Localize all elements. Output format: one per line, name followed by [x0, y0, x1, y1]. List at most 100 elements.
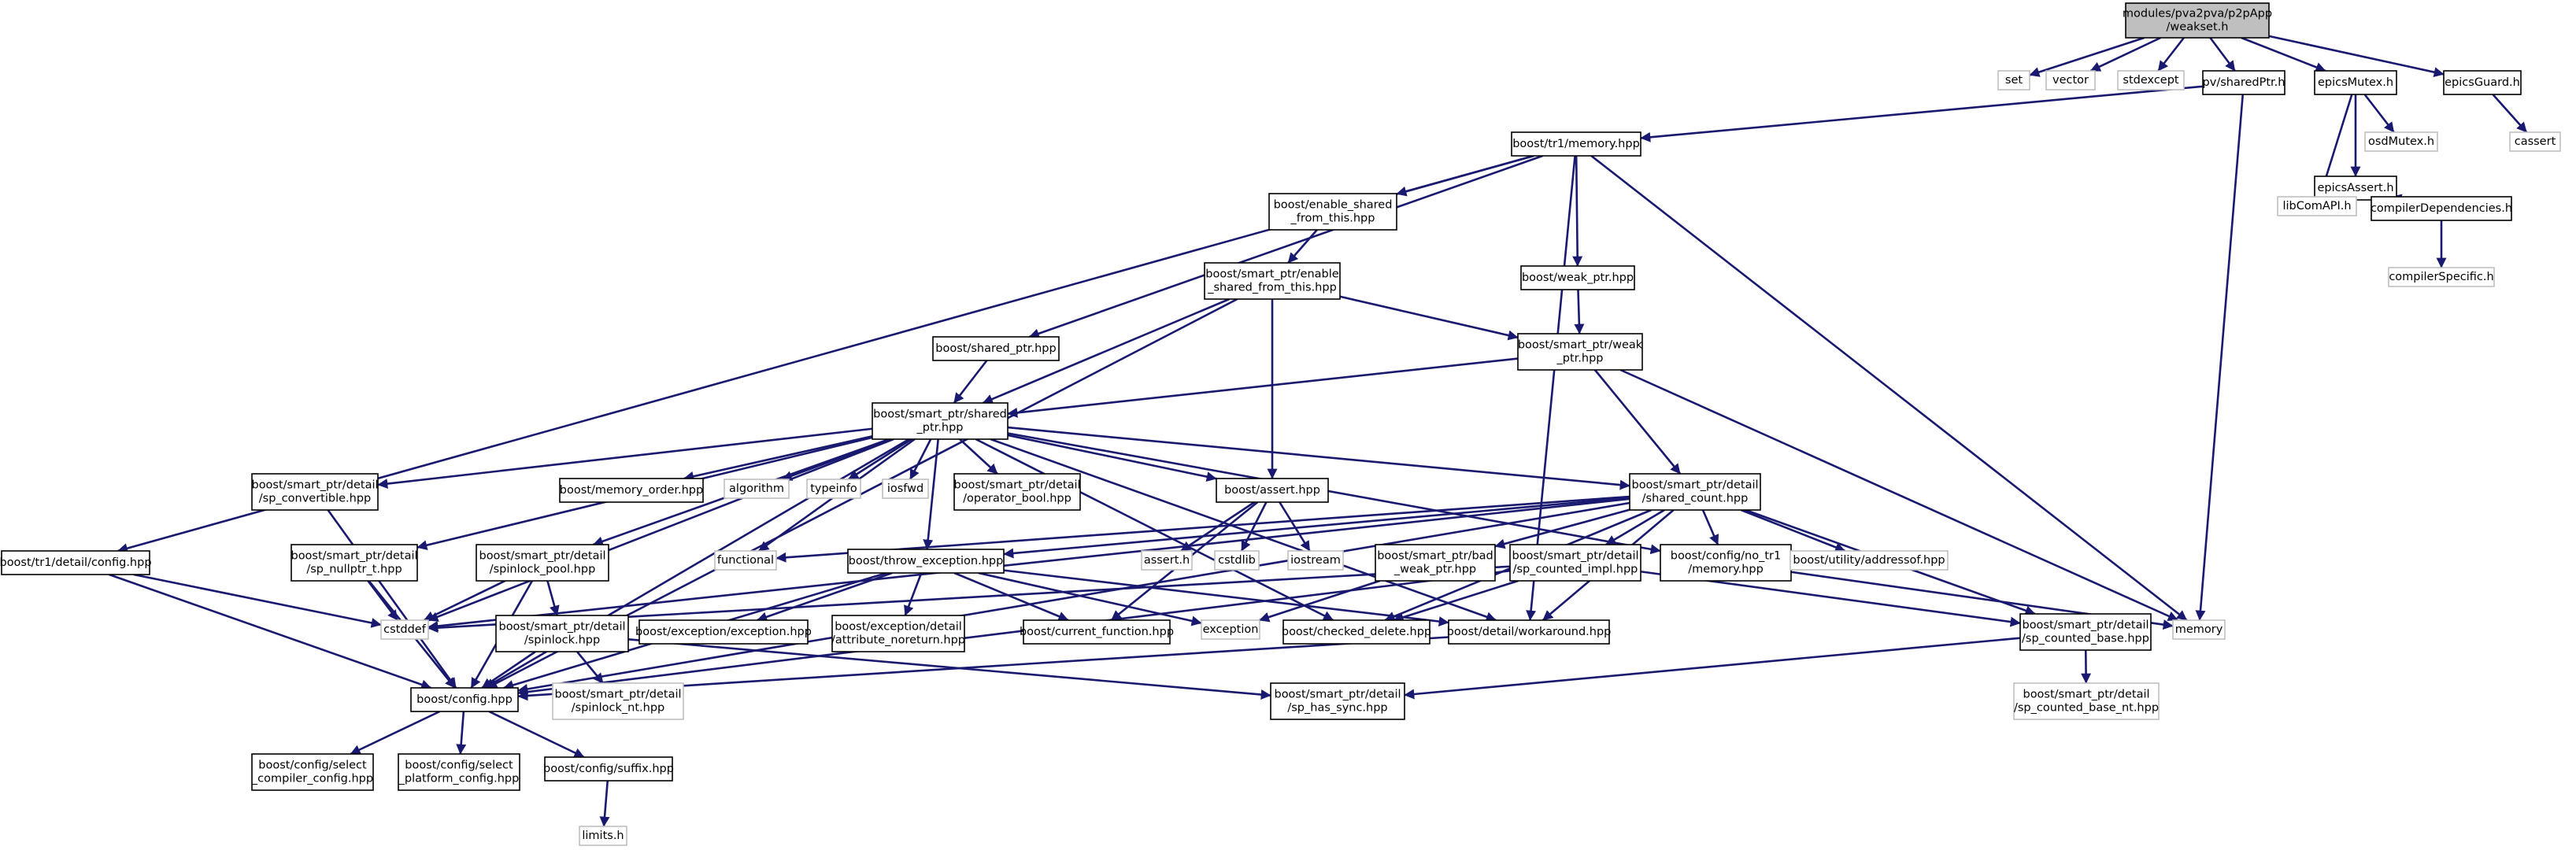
node-label: boost/config/suffix.hpp — [543, 763, 674, 775]
node-tr1config[interactable]: boost/tr1/detail/config.hpp — [0, 550, 152, 575]
node-algorithm[interactable]: algorithm — [724, 479, 790, 499]
node-spsharedptr[interactable]: boost/smart_ptr/shared_ptr.hpp — [872, 402, 1009, 440]
edge-spenablesft-to-spweakptr — [1339, 295, 1519, 341]
node-memoryorder[interactable]: boost/memory_order.hpp — [559, 478, 704, 503]
node-spinlockpool[interactable]: boost/smart_ptr/detail/spinlock_pool.hpp — [476, 544, 609, 582]
node-box — [872, 402, 1009, 440]
node-spenablesft[interactable]: boost/smart_ptr/enable_shared_from_this.… — [1204, 262, 1341, 300]
node-spinlocknt[interactable]: boost/smart_ptr/detail/spinlock_nt.hpp — [552, 682, 684, 720]
node-label: compilerSpecific.h — [2389, 271, 2493, 283]
edge-tr1memory-to-workaround — [1526, 155, 1576, 621]
edge-spenablesft-to-spsharedptr — [982, 298, 1230, 405]
node-label: /sp_counted_base_nt.hpp — [2014, 702, 2159, 715]
node-osdmutex[interactable]: osdMutex.h — [2364, 131, 2438, 152]
node-box — [1629, 473, 1761, 511]
node-sharedptrhpp[interactable]: boost/shared_ptr.hpp — [932, 336, 1060, 361]
node-label: _shared_from_this.hpp — [1207, 282, 1337, 294]
node-selectplatform[interactable]: boost/config/select_platform_config.hpp — [398, 753, 520, 791]
node-box — [1520, 265, 1635, 290]
node-workaround[interactable]: boost/detail/workaround.hpp — [1447, 619, 1612, 645]
node-box — [1023, 619, 1171, 645]
node-label: _weak_ptr.hpp — [1393, 564, 1476, 576]
node-stdexcept[interactable]: stdexcept — [2117, 70, 2185, 91]
node-spcountedimpl[interactable]: boost/smart_ptr/detail/sp_counted_impl.h… — [1509, 544, 1641, 582]
edge-enablesft-to-spenablesft — [1287, 229, 1318, 264]
node-spcountedbase[interactable]: boost/smart_ptr/detail/sp_counted_base.h… — [2019, 613, 2152, 651]
node-memory[interactable]: memory — [2172, 619, 2226, 640]
edge-spsharedptr-to-asserthpp — [1007, 434, 1217, 482]
node-label: boost/config/select — [405, 759, 513, 772]
edge-epicsmutex-to-osdmutex — [2363, 94, 2395, 133]
node-epicsguard[interactable]: epicsGuard.h — [2443, 70, 2522, 95]
node-box — [1201, 619, 1260, 640]
node-label: boost/smart_ptr/detail — [1631, 479, 1758, 492]
node-epicsassert[interactable]: epicsAssert.h — [2314, 176, 2397, 201]
node-box — [2364, 131, 2438, 152]
node-exception[interactable]: exception — [1201, 619, 1260, 640]
node-iostream[interactable]: iostream — [1287, 550, 1344, 571]
node-asserth[interactable]: assert.h — [1141, 550, 1193, 571]
node-addressof[interactable]: boost/utility/addressof.hpp — [1790, 550, 1949, 571]
edge-spsharedptr-to-throwexc — [923, 438, 939, 550]
node-selectcompiler[interactable]: boost/config/select_compiler_config.hpp — [251, 753, 374, 791]
edge-spsharedptr-to-iosfwd — [909, 438, 932, 480]
node-root[interactable]: modules/pva2pva/p2pApp/weakset.h — [2123, 2, 2272, 39]
node-sharedcount[interactable]: boost/smart_ptr/detail/shared_count.hpp — [1629, 473, 1761, 511]
edge-sharedcount-to-cstddef — [427, 497, 1630, 631]
node-functional[interactable]: functional — [714, 550, 777, 571]
node-compilerspecific[interactable]: compilerSpecific.h — [2388, 267, 2495, 287]
node-notr1memory[interactable]: boost/config/no_tr1/memory.hpp — [1660, 544, 1792, 582]
node-box — [579, 826, 627, 846]
node-badweakptr[interactable]: boost/smart_ptr/bad_weak_ptr.hpp — [1375, 544, 1496, 582]
node-compilerdeps[interactable]: compilerDependencies.h — [2371, 196, 2512, 221]
node-excexc[interactable]: boost/exception/exception.hpp — [635, 619, 812, 645]
node-attrnoreturn[interactable]: boost/exception/detail/attribute_noretur… — [831, 615, 965, 652]
node-spweakptr[interactable]: boost/smart_ptr/weak_ptr.hpp — [1517, 333, 1643, 371]
node-checkeddelete[interactable]: boost/checked_delete.hpp — [1282, 619, 1431, 645]
node-label: epicsGuard.h — [2445, 76, 2520, 89]
node-asserthpp[interactable]: boost/assert.hpp — [1216, 478, 1329, 503]
node-libcomapi[interactable]: libComAPI.h — [2277, 196, 2357, 216]
edge-throwexc-to-currentfunc — [953, 571, 1069, 622]
node-throwexc[interactable]: boost/throw_exception.hpp — [847, 549, 1005, 574]
node-enablesft[interactable]: boost/enable_shared_from_this.hpp — [1268, 193, 1397, 231]
edge-configbase-to-selectcompiler — [350, 710, 441, 756]
node-label: boost/detail/workaround.hpp — [1447, 626, 1612, 638]
node-tr1memory[interactable]: boost/tr1/memory.hpp — [1511, 131, 1641, 157]
node-label: /shared_count.hpp — [1642, 493, 1749, 505]
node-label: /sp_nullptr_t.hpp — [306, 564, 402, 576]
node-weakptr[interactable]: boost/weak_ptr.hpp — [1520, 265, 1635, 290]
node-sphassync[interactable]: boost/smart_ptr/detail/sp_has_sync.hpp — [1270, 682, 1405, 720]
node-label: /spinlock_nt.hpp — [572, 702, 664, 715]
node-label: epicsMutex.h — [2318, 76, 2393, 89]
node-currentfunc[interactable]: boost/current_function.hpp — [1020, 619, 1174, 645]
node-configbase[interactable]: boost/config.hpp — [410, 687, 519, 712]
node-pvsharedptr[interactable]: pv/sharedPtr.h — [2202, 70, 2285, 95]
node-cstddef[interactable]: cstddef — [380, 619, 429, 640]
node-box — [953, 473, 1081, 511]
node-vector[interactable]: vector — [2045, 70, 2096, 91]
node-spinlockhpp[interactable]: boost/smart_ptr/detail/spinlock.hpp — [495, 615, 629, 652]
node-set[interactable]: set — [1997, 70, 2030, 91]
node-label: /spinlock.hpp — [524, 634, 600, 647]
node-suffix[interactable]: boost/config/suffix.hpp — [543, 756, 674, 782]
node-limits[interactable]: limits.h — [579, 826, 627, 846]
node-typeinfo[interactable]: typeinfo — [806, 479, 861, 499]
node-spconvertible[interactable]: boost/smart_ptr/detail/sp_convertible.hp… — [251, 473, 379, 511]
node-box — [291, 544, 418, 582]
node-box — [1448, 619, 1610, 645]
edge-spsharedptr-to-sharedcount — [1007, 426, 1630, 490]
node-epicsmutex[interactable]: epicsMutex.h — [2314, 70, 2397, 95]
node-spcountedbasent[interactable]: boost/smart_ptr/detail/sp_counted_base_n… — [2013, 682, 2160, 720]
node-spnullptr[interactable]: boost/smart_ptr/detail/sp_nullptr_t.hpp — [291, 544, 418, 582]
node-cstdlib[interactable]: cstdlib — [1214, 550, 1260, 571]
node-box — [2371, 196, 2512, 221]
node-box — [1216, 478, 1329, 503]
node-label: boost/smart_ptr/detail — [2023, 689, 2149, 701]
node-box — [1375, 544, 1496, 582]
node-iosfwd[interactable]: iosfwd — [882, 479, 929, 499]
node-cassert[interactable]: cassert — [2509, 131, 2561, 152]
node-operatorbool[interactable]: boost/smart_ptr/detail/operator_bool.hpp — [953, 473, 1081, 511]
node-box — [724, 479, 790, 499]
